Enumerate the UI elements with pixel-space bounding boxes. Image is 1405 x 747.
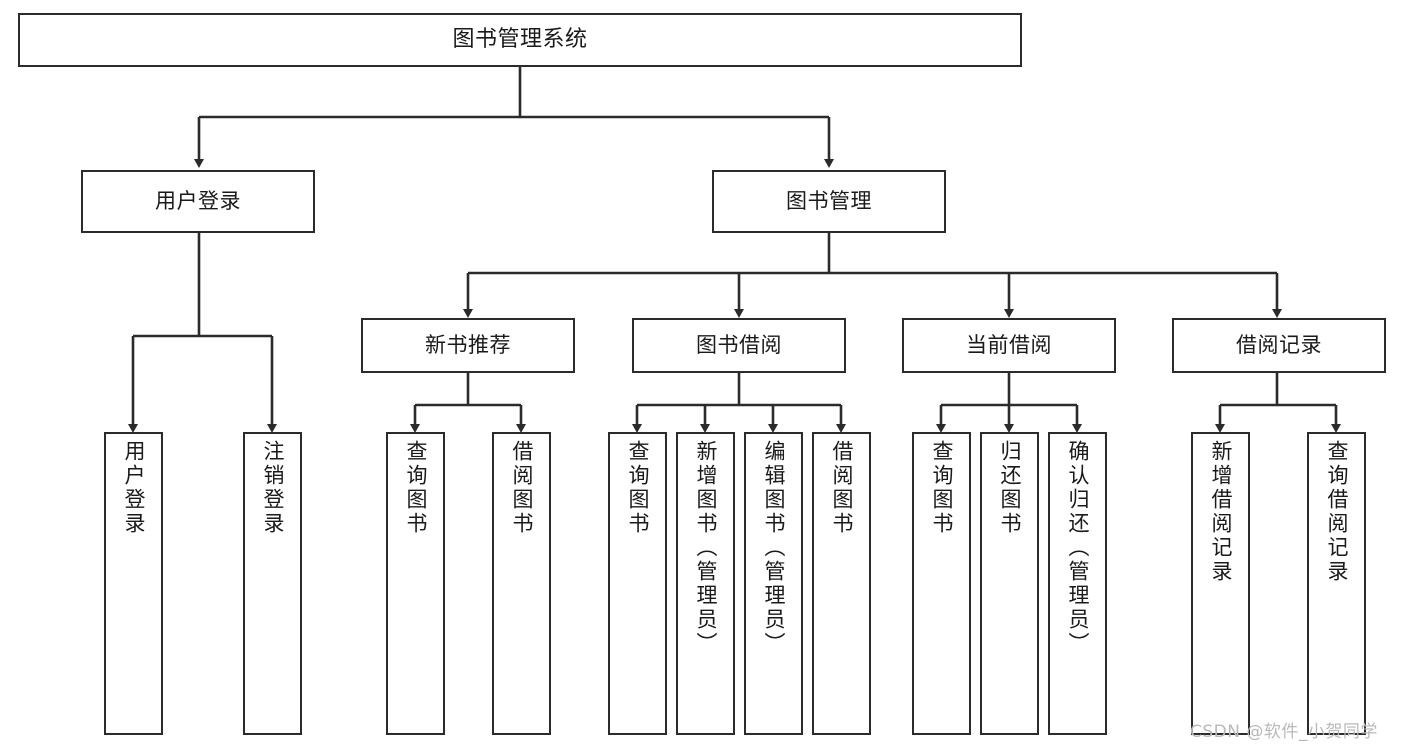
- node-label: 借阅记录: [1236, 333, 1322, 358]
- node-user-login[interactable]: 用户登录: [81, 170, 315, 233]
- node-label: 图书借阅: [696, 333, 782, 358]
- leaf-current-borrow-return[interactable]: 归还图书: [980, 432, 1039, 735]
- node-label: 图书管理: [786, 189, 872, 214]
- node-label: 确认归还（管理员）: [1066, 440, 1090, 656]
- node-book-borrow[interactable]: 图书借阅: [632, 318, 846, 373]
- leaf-borrow-record-add[interactable]: 新增借阅记录: [1191, 432, 1250, 735]
- leaf-user-login-login[interactable]: 用户登录: [104, 432, 163, 735]
- leaf-book-borrow-borrow[interactable]: 借阅图书: [812, 432, 871, 735]
- node-label: 归还图书: [998, 440, 1022, 536]
- leaf-book-borrow-edit[interactable]: 编辑图书（管理员）: [744, 432, 803, 735]
- node-label: 借阅图书: [830, 440, 854, 536]
- node-label: 新增图书（管理员）: [694, 440, 718, 656]
- leaf-new-book-query[interactable]: 查询图书: [386, 432, 445, 735]
- node-label: 新增借阅记录: [1209, 440, 1233, 584]
- node-label: 用户登录: [122, 440, 146, 536]
- leaf-new-book-borrow[interactable]: 借阅图书: [492, 432, 551, 735]
- node-label: 新书推荐: [425, 333, 511, 358]
- leaf-current-borrow-query[interactable]: 查询图书: [912, 432, 971, 735]
- node-label: 当前借阅: [966, 333, 1052, 358]
- node-label: 用户登录: [155, 189, 241, 214]
- node-root-book-management-system[interactable]: 图书管理系统: [18, 13, 1022, 67]
- node-label: 查询图书: [626, 440, 650, 536]
- node-borrow-record[interactable]: 借阅记录: [1172, 318, 1386, 373]
- node-label: 借阅图书: [510, 440, 534, 536]
- node-current-borrow[interactable]: 当前借阅: [902, 318, 1116, 373]
- leaf-book-borrow-add[interactable]: 新增图书（管理员）: [676, 432, 735, 735]
- leaf-book-borrow-query[interactable]: 查询图书: [608, 432, 667, 735]
- leaf-borrow-record-query[interactable]: 查询借阅记录: [1307, 432, 1366, 735]
- node-new-book-recommend[interactable]: 新书推荐: [361, 318, 575, 373]
- node-label: 查询借阅记录: [1325, 440, 1349, 584]
- node-label: 查询图书: [930, 440, 954, 536]
- node-label: 编辑图书（管理员）: [762, 440, 786, 656]
- node-label: 查询图书: [404, 440, 428, 536]
- leaf-current-borrow-confirm-return[interactable]: 确认归还（管理员）: [1048, 432, 1107, 735]
- leaf-user-login-logout[interactable]: 注销登录: [243, 432, 302, 735]
- node-label: 注销登录: [261, 440, 285, 536]
- node-label: 图书管理系统: [452, 27, 588, 53]
- node-book-management[interactable]: 图书管理: [712, 170, 946, 233]
- watermark-text: CSDN @软件_小贺同学: [1190, 722, 1378, 742]
